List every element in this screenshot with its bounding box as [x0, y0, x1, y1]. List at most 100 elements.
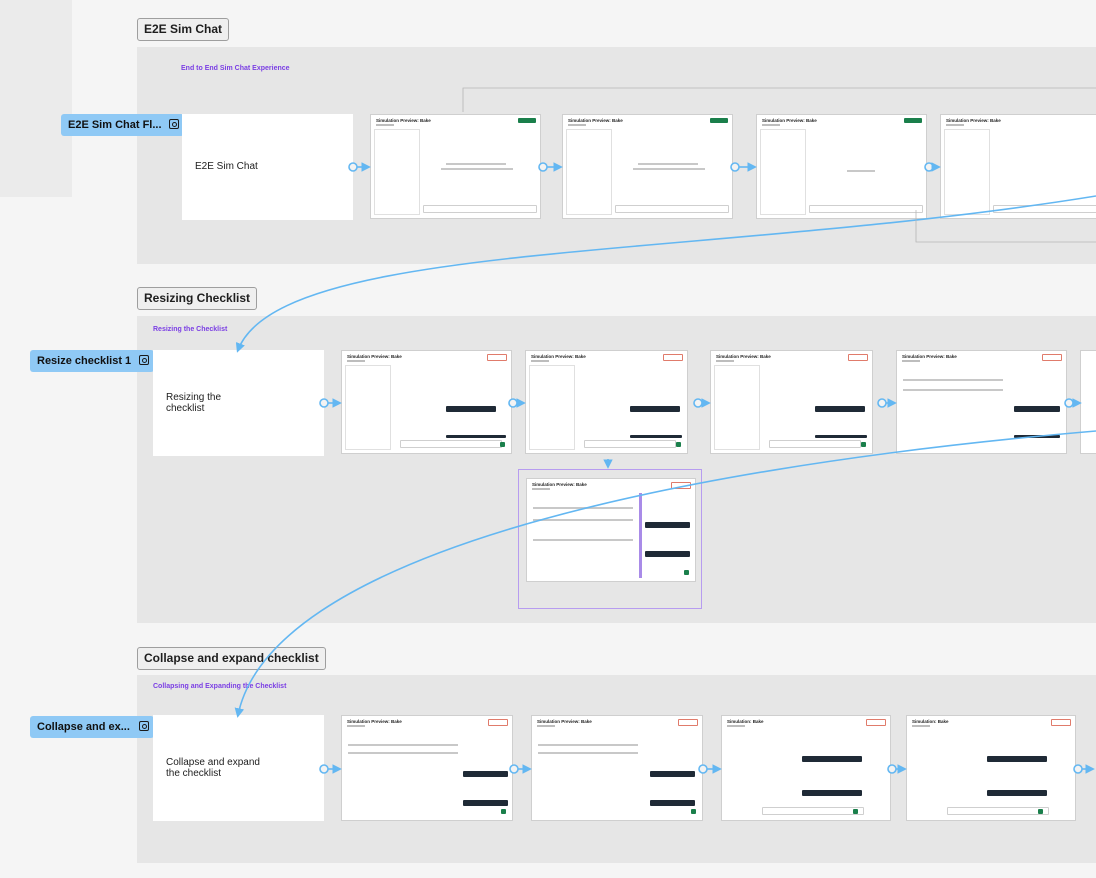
annotation-note: [1012, 222, 1052, 228]
chat-message: [463, 800, 508, 806]
checklist-panel: [566, 129, 612, 215]
frame-title: Simulation Preview: Bake: [946, 118, 1001, 123]
send-icon[interactable]: [676, 442, 681, 447]
chat-input[interactable]: [423, 205, 537, 213]
frame-subtitle: [347, 725, 365, 727]
checklist-line: [533, 519, 633, 521]
end-session-button[interactable]: [663, 354, 683, 361]
frame-subtitle: [376, 124, 394, 126]
frame-subtitle: [716, 360, 734, 362]
section-title-collapse[interactable]: Collapse and expand checklist: [137, 647, 326, 670]
chat-message: [446, 435, 506, 438]
flow-play-icon[interactable]: [169, 119, 179, 129]
flow-play-icon[interactable]: [139, 355, 149, 365]
flow-tag-e2e[interactable]: E2E Sim Chat Fl...: [61, 114, 184, 136]
send-icon[interactable]: [861, 442, 866, 447]
frame-screen[interactable]: Simulation Preview: Bake: [341, 715, 513, 821]
frame-title: Simulation Preview: Bake: [347, 354, 402, 359]
placeholder-text: [847, 170, 875, 172]
annotation-note: [459, 226, 509, 236]
send-icon[interactable]: [501, 809, 506, 814]
chat-input[interactable]: [400, 440, 502, 448]
section-title-resizing[interactable]: Resizing Checklist: [137, 287, 258, 310]
chat-message: [630, 406, 680, 412]
annotation-note: [370, 226, 420, 236]
placeholder-text: [633, 168, 705, 170]
chat-input[interactable]: [809, 205, 923, 213]
chat-message: [446, 406, 496, 412]
flow-play-icon[interactable]: [139, 721, 149, 731]
publish-button[interactable]: [710, 118, 728, 123]
chat-input[interactable]: [947, 807, 1049, 815]
chat-input[interactable]: [769, 440, 861, 448]
send-icon[interactable]: [500, 442, 505, 447]
frame-screen[interactable]: Simulation Preview: Bake: [341, 350, 512, 454]
start-card-resizing[interactable]: Resizing the checklist: [153, 350, 324, 456]
frame-screen[interactable]: Simulation Preview: Bake: [562, 114, 733, 219]
send-icon[interactable]: [691, 809, 696, 814]
chat-input[interactable]: [584, 440, 676, 448]
section-subtitle-resizing: Resizing the Checklist: [153, 326, 228, 333]
chat-input[interactable]: [615, 205, 729, 213]
publish-button[interactable]: [904, 118, 922, 123]
frame-title: Simulation: Bake: [727, 719, 764, 724]
end-session-button[interactable]: [488, 719, 508, 726]
frame-title: Simulation Preview: Bake: [902, 354, 957, 359]
end-session-button[interactable]: [671, 482, 691, 489]
send-icon[interactable]: [1038, 809, 1043, 814]
flow-tag-label: Collapse and ex...: [37, 721, 130, 733]
chat-message: [815, 406, 865, 412]
send-icon[interactable]: [853, 809, 858, 814]
chat-input[interactable]: [993, 205, 1096, 213]
frame-screen[interactable]: Simulation: Bake: [721, 715, 891, 821]
chat-input[interactable]: [762, 807, 864, 815]
flow-tag-collapse[interactable]: Collapse and ex...: [30, 716, 154, 738]
flow-tag-label: E2E Sim Chat Fl...: [68, 119, 162, 131]
frame-subtitle: [912, 725, 930, 727]
resize-handle[interactable]: [639, 493, 642, 578]
chat-message: [630, 435, 682, 438]
chat-message: [650, 800, 695, 806]
start-card-collapse[interactable]: Collapse and expand the checklist: [153, 715, 324, 821]
checklist-line: [903, 389, 1003, 391]
frame-subtitle: [727, 725, 745, 727]
frame-title: Simulation Preview: Bake: [531, 354, 586, 359]
chat-message: [1014, 435, 1060, 438]
frame-subtitle: [537, 725, 555, 727]
end-session-button[interactable]: [1051, 719, 1071, 726]
start-card-e2e[interactable]: E2E Sim Chat: [182, 114, 353, 220]
end-session-button[interactable]: [1042, 354, 1062, 361]
frame-screen[interactable]: Simulation Preview: Bake: [940, 114, 1096, 219]
end-session-button[interactable]: [678, 719, 698, 726]
frame-screen[interactable]: Simulation: Bake: [906, 715, 1076, 821]
frame-screen[interactable]: Simulation Preview: Bake: [525, 350, 688, 454]
end-session-button[interactable]: [487, 354, 507, 361]
chat-message: [645, 551, 690, 557]
annotation-note: [826, 222, 866, 228]
frame-screen-expanded[interactable]: Simulation Preview: Bake: [526, 478, 696, 582]
checklist-line: [903, 379, 1003, 381]
frame-screen[interactable]: Simulation Preview: Bake: [896, 350, 1067, 454]
section-title-e2e[interactable]: E2E Sim Chat: [137, 18, 230, 41]
checklist-line: [348, 752, 458, 754]
frame-screen[interactable]: [1080, 350, 1096, 454]
frame-screen[interactable]: Simulation Preview: Bake: [756, 114, 927, 219]
end-session-button[interactable]: [848, 354, 868, 361]
frame-screen[interactable]: Simulation Preview: Bake: [370, 114, 541, 219]
placeholder-text: [441, 168, 513, 170]
frame-subtitle: [532, 488, 550, 490]
chat-message: [645, 522, 690, 528]
send-icon[interactable]: [684, 570, 689, 575]
checklist-line: [538, 752, 638, 754]
flow-tag-resize[interactable]: Resize checklist 1: [30, 350, 154, 372]
checklist-line: [533, 507, 633, 509]
end-session-button[interactable]: [866, 719, 886, 726]
checklist-panel: [760, 129, 806, 215]
frame-screen[interactable]: Simulation Preview: Bake: [531, 715, 703, 821]
checklist-line: [538, 744, 638, 746]
frame-subtitle: [568, 124, 586, 126]
checklist-panel: [345, 365, 391, 450]
checklist-panel: [529, 365, 575, 450]
publish-button[interactable]: [518, 118, 536, 123]
frame-screen[interactable]: Simulation Preview: Bake: [710, 350, 873, 454]
